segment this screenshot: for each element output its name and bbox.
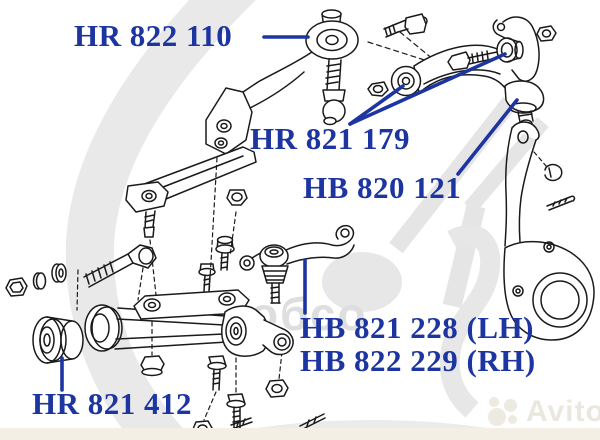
part-label-hb-820-121: HB 820 121 [303,170,462,205]
lower-arm-assembly-drawing [5,244,326,437]
footer-strip [0,428,600,440]
avito-watermark: Avito [486,394,600,430]
part-label-hr-822-110: HR 822 110 [74,18,233,53]
avito-wordmark: Avito [526,395,600,428]
pointer-hr-821-179-b [348,52,507,126]
part-label-hb-821-228-lh: HB 821 228 (LH) [300,310,534,345]
avito-logo-icon [486,394,522,430]
front-upper-arm-and-stay-bar-drawing [125,9,359,305]
label-pointer-lines [60,35,519,392]
pointer-hb-820-121 [456,98,519,176]
pointer-hr-821-179-a [348,84,405,126]
part-label-hr-821-412: HR 821 412 [32,386,192,421]
part-label-hb-822-229-rh: HB 822 229 (RH) [300,343,536,378]
upper-balljoint-arm-drawing [239,224,355,304]
part-label-hr-821-179: HR 821 179 [250,121,410,156]
